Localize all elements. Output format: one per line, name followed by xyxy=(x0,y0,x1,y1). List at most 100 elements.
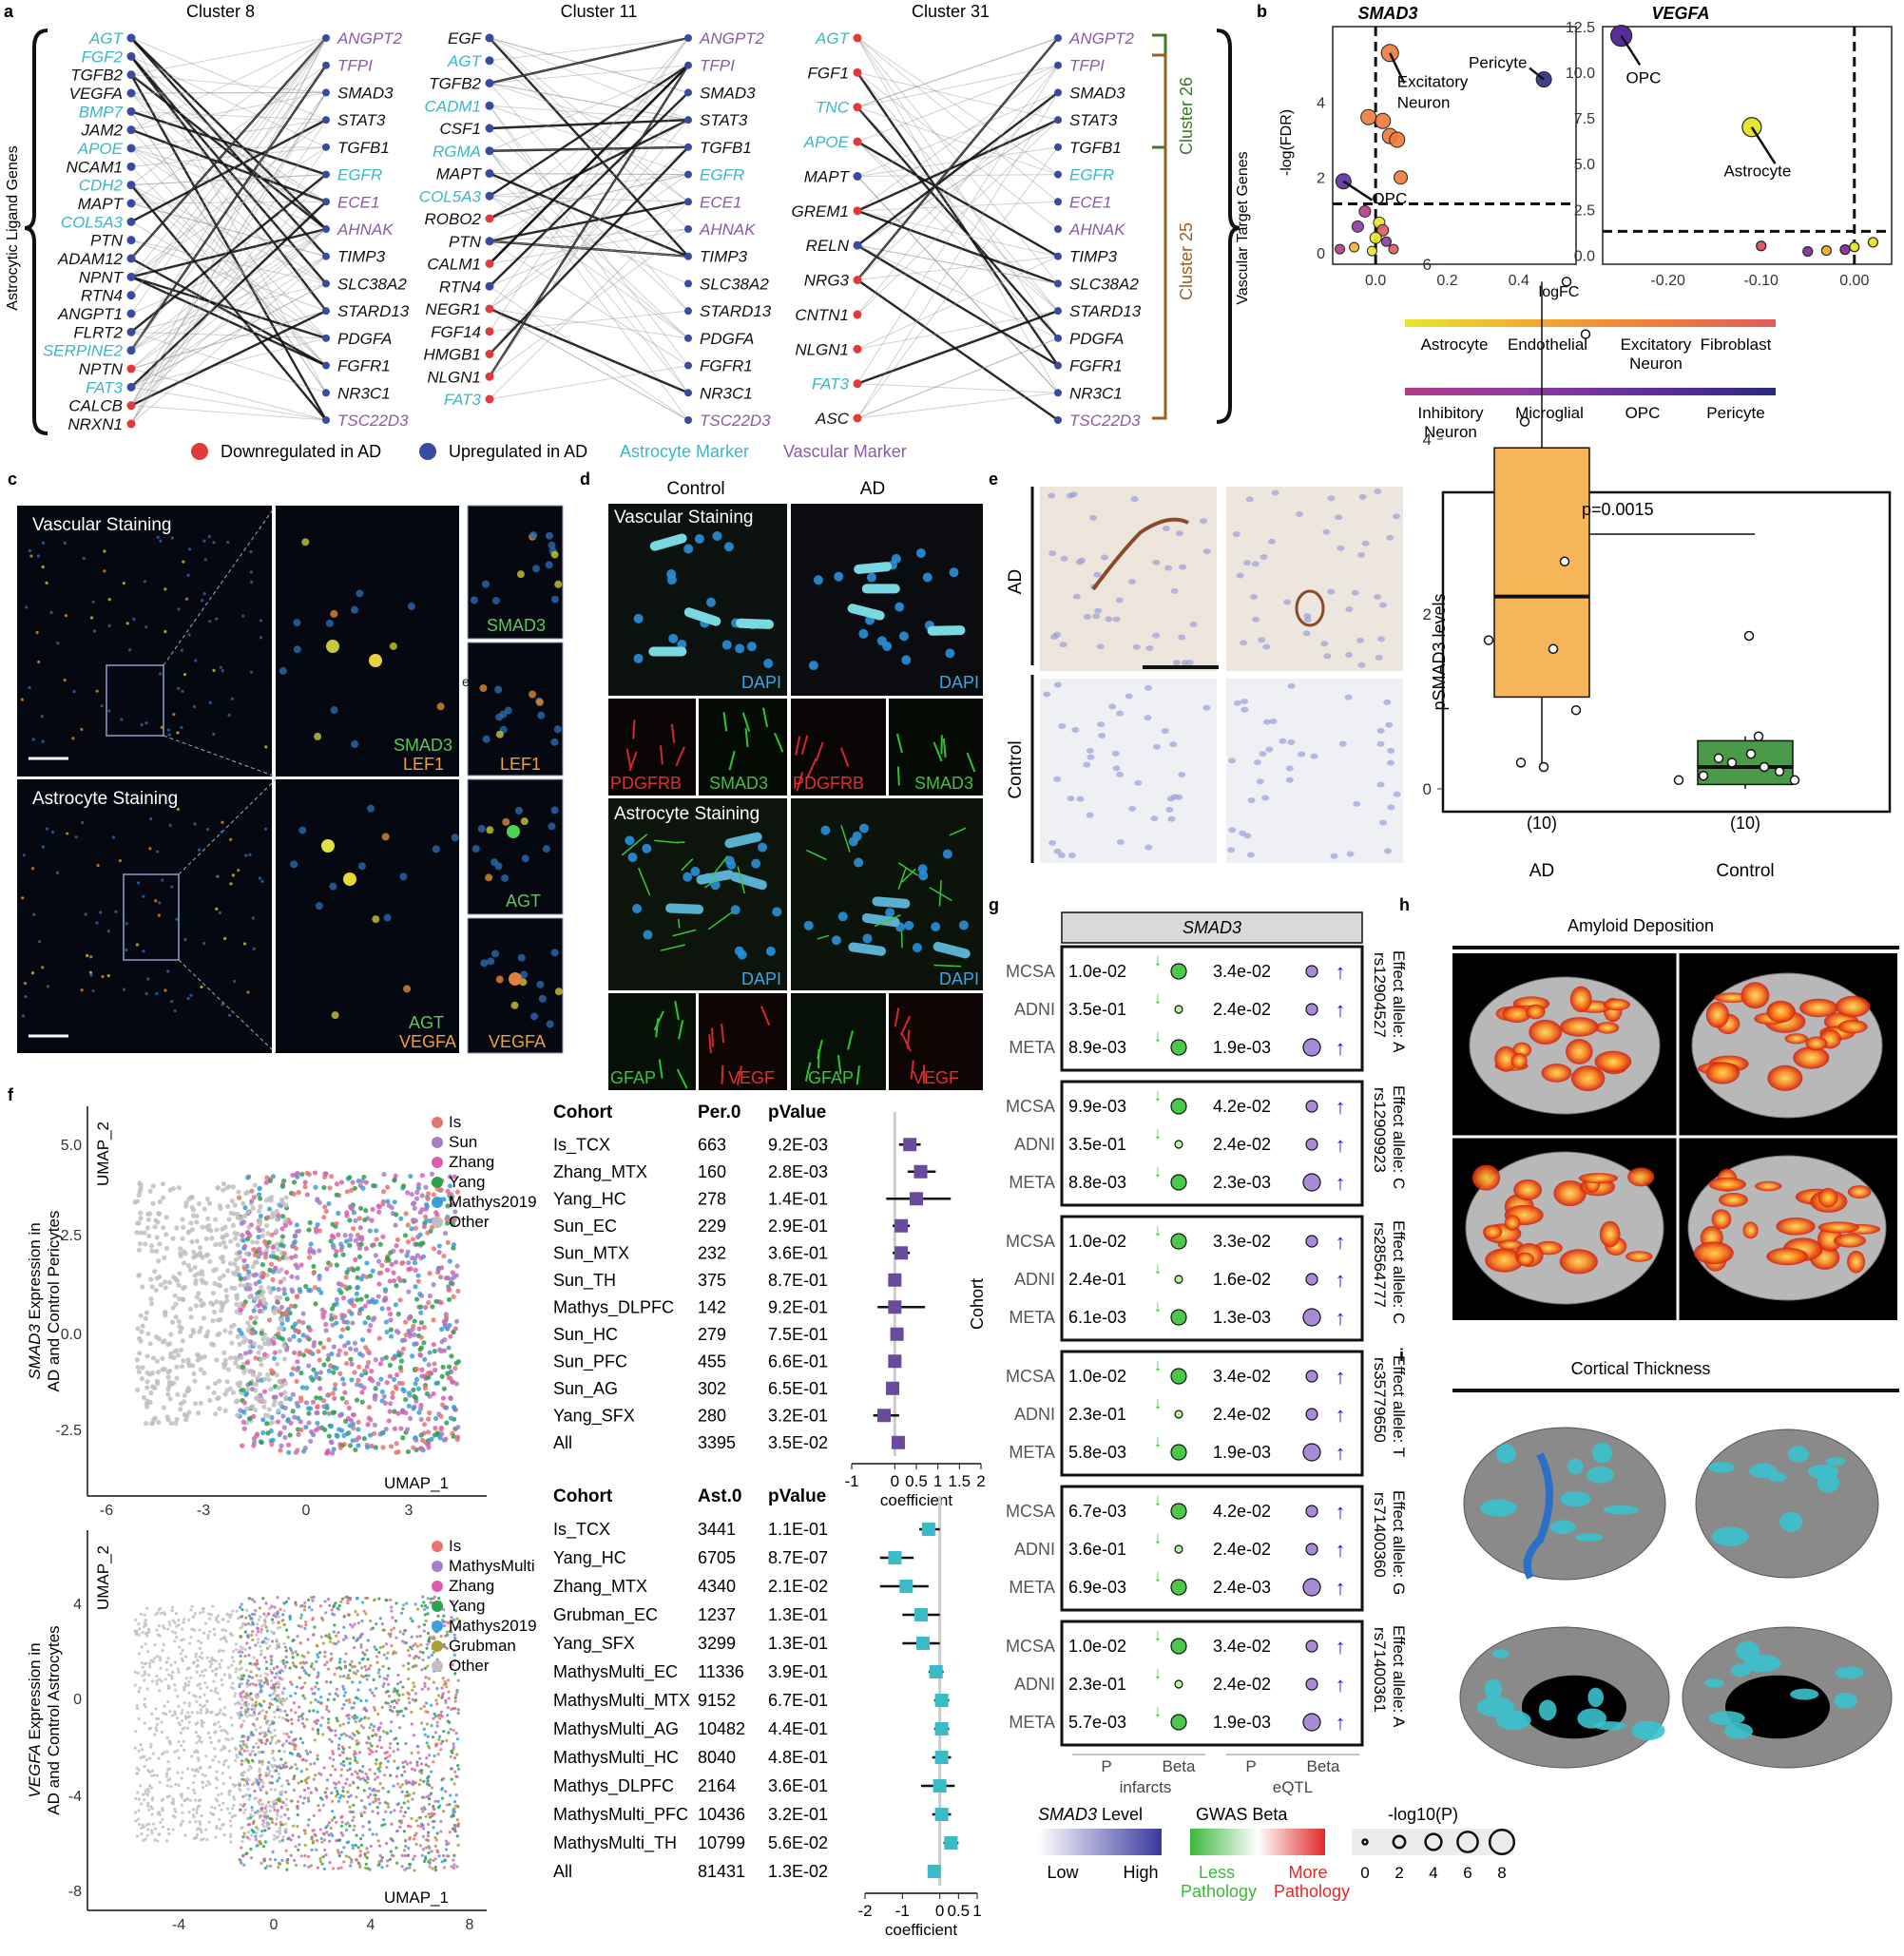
cell-dot xyxy=(46,985,50,988)
target-gene-label: TSC22D3 xyxy=(700,412,771,430)
target-node xyxy=(684,307,692,316)
umap-cell xyxy=(313,1719,317,1723)
umap-cell xyxy=(256,1192,262,1198)
umap-cell xyxy=(337,1603,341,1608)
umap-cell xyxy=(259,1726,262,1730)
umap-cell xyxy=(385,1765,389,1770)
vessel-segment xyxy=(736,618,775,629)
ligand-gene-label: AGT xyxy=(815,29,851,48)
cell-dot xyxy=(197,848,202,852)
ihc-nucleus xyxy=(1256,778,1264,785)
umap-cell xyxy=(260,1630,263,1634)
umap-cell xyxy=(337,1736,341,1740)
umap-cell xyxy=(439,1373,445,1379)
umap-cell xyxy=(270,1697,275,1701)
umap-cell xyxy=(343,1360,350,1367)
umap-cell xyxy=(403,1211,409,1217)
umap-cell xyxy=(428,1754,432,1757)
vessel-segment xyxy=(696,870,735,885)
umap-cell xyxy=(410,1237,415,1242)
link-line xyxy=(489,37,689,264)
umap-cell xyxy=(377,1675,381,1678)
cell-dot xyxy=(41,541,46,545)
e-point-ad xyxy=(1580,329,1591,339)
umap-cell xyxy=(194,1213,200,1218)
umap-cell xyxy=(329,1728,333,1733)
umap-cell xyxy=(137,1690,141,1694)
vessel-segment xyxy=(665,903,704,914)
umap-cell xyxy=(364,1806,368,1811)
ihc-nucleus xyxy=(1287,682,1296,689)
umap-cell xyxy=(161,1405,167,1410)
link-line xyxy=(489,195,689,339)
stain-signal xyxy=(804,1062,812,1082)
ihc-nucleus xyxy=(1357,662,1366,668)
umap-cell xyxy=(307,1709,312,1713)
umap-cell xyxy=(272,1398,278,1405)
umap-cell xyxy=(290,1391,296,1397)
umap-cell xyxy=(155,1674,159,1678)
umap-cell xyxy=(351,1680,355,1684)
umap-cell xyxy=(193,1791,197,1794)
umap-cell xyxy=(402,1765,406,1769)
umap-cell xyxy=(364,1294,370,1299)
umap-cell xyxy=(363,1653,367,1657)
cell-dot xyxy=(144,991,148,996)
umap-cell xyxy=(244,1700,248,1704)
umap-cell xyxy=(317,1809,321,1812)
umap-cell xyxy=(138,1216,144,1221)
umap-cell xyxy=(451,1201,456,1207)
umap-cell xyxy=(190,1604,194,1608)
umap-cell xyxy=(334,1192,339,1198)
volcano-xlabel: logFC xyxy=(1539,284,1580,300)
umap-cell xyxy=(321,1184,327,1191)
umap-cell xyxy=(239,1695,243,1698)
umap-cell xyxy=(419,1367,425,1372)
link-line xyxy=(130,146,327,278)
umap-cell xyxy=(288,1303,295,1309)
umap-cell xyxy=(237,1255,243,1260)
target-gene-label: TGFB1 xyxy=(337,139,390,157)
umap-cell xyxy=(177,1783,181,1787)
umap-cell xyxy=(365,1648,369,1652)
umap-cell xyxy=(179,1743,183,1748)
umap-cell xyxy=(176,1185,183,1191)
umap-cell xyxy=(247,1380,253,1387)
umap-cell xyxy=(194,1238,200,1244)
ihc-nucleus xyxy=(1144,684,1153,691)
umap-cell xyxy=(353,1824,356,1828)
umap-cell xyxy=(441,1739,445,1743)
umap-cell xyxy=(262,1255,268,1260)
umap-cell xyxy=(427,1637,432,1640)
umap-cell xyxy=(205,1216,211,1221)
umap-cell xyxy=(306,1363,312,1369)
umap-cell xyxy=(177,1670,181,1674)
umap-cell xyxy=(333,1623,337,1627)
ligand-node xyxy=(853,103,862,112)
umap-cell xyxy=(202,1693,206,1697)
umap-cell xyxy=(420,1604,424,1608)
target-node xyxy=(322,252,330,260)
umap-cell xyxy=(299,1171,305,1178)
ligand-gene-label: RGMA xyxy=(433,143,481,161)
umap-cell xyxy=(155,1370,162,1375)
umap-cell xyxy=(279,1607,282,1611)
umap-cell xyxy=(149,1248,155,1254)
umap-cell xyxy=(413,1699,417,1703)
e-n-control: (10) xyxy=(1730,814,1760,833)
umap-cell xyxy=(392,1426,398,1431)
c-zoom-smad3: SMAD3 xyxy=(394,736,452,755)
umap-cell xyxy=(218,1316,223,1322)
cell-dot xyxy=(486,826,494,834)
dapi-nucleus xyxy=(852,831,862,841)
umap-cell xyxy=(375,1758,378,1762)
umap-cell xyxy=(374,1228,379,1234)
umap-cell xyxy=(222,1832,226,1837)
ligand-gene-label: ADAM12 xyxy=(57,250,124,268)
umap-cell xyxy=(378,1853,382,1857)
umap-cell xyxy=(426,1779,430,1783)
umap-cell xyxy=(263,1198,269,1203)
umap-cell xyxy=(251,1247,257,1253)
umap-cell xyxy=(269,1195,275,1200)
ligand-target-links xyxy=(129,36,1059,425)
